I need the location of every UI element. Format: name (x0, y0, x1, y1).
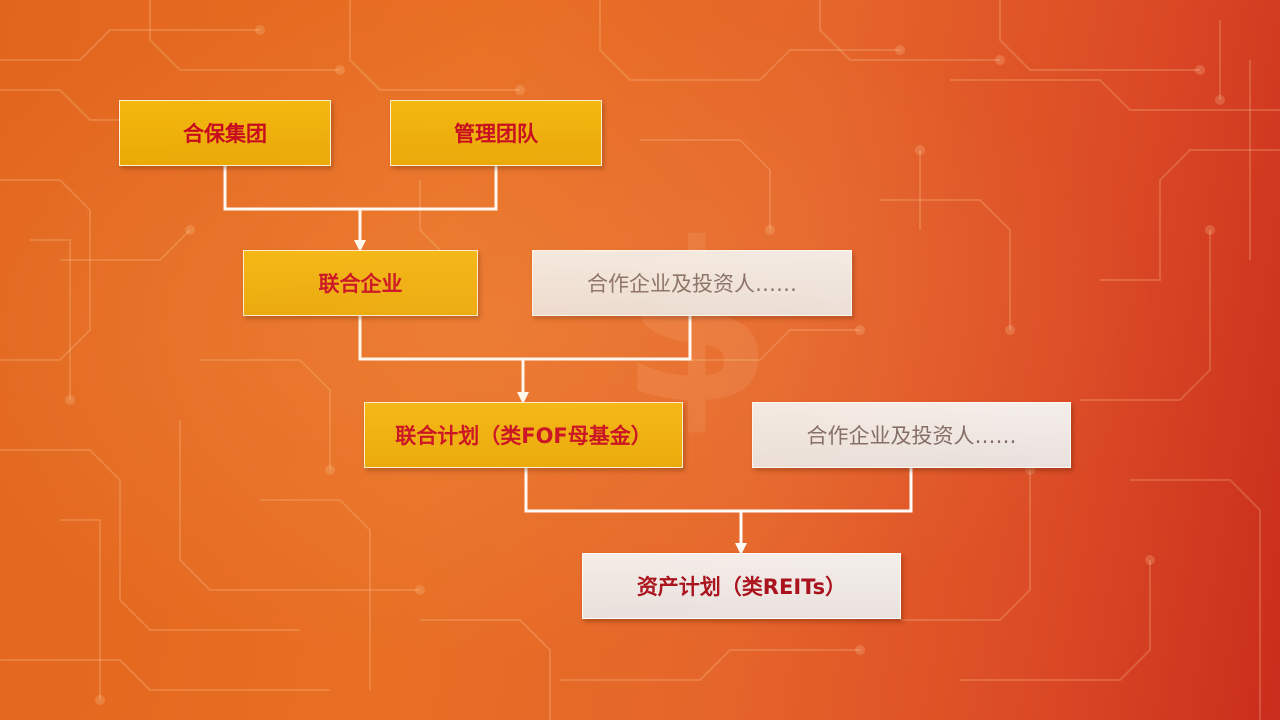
node-partners-2-label: 合作企业及投资人…… (806, 424, 1017, 448)
node-partners-1: 合作企业及投资人…… (532, 250, 852, 316)
node-joint-plan-label: 联合计划（类FOF母基金） (395, 424, 652, 448)
node-asset-plan: 资产计划（类REITs） (582, 553, 901, 619)
node-joint-enterprise: 联合企业 (243, 250, 478, 316)
node-joint-plan: 联合计划（类FOF母基金） (364, 402, 683, 468)
node-hebao-group-label: 合保集团 (183, 122, 267, 146)
node-partners-1-label: 合作企业及投资人…… (587, 272, 797, 296)
connector-3 (524, 468, 913, 513)
node-asset-plan-label: 资产计划（类REITs） (636, 575, 847, 599)
node-hebao-group: 合保集团 (119, 100, 331, 166)
connector-2 (358, 316, 692, 361)
node-partners-2: 合作企业及投资人…… (752, 402, 1071, 468)
connector-1 (223, 166, 498, 211)
node-management-team: 管理团队 (390, 100, 602, 166)
node-joint-enterprise-label: 联合企业 (318, 272, 403, 296)
node-management-team-label: 管理团队 (454, 122, 538, 146)
